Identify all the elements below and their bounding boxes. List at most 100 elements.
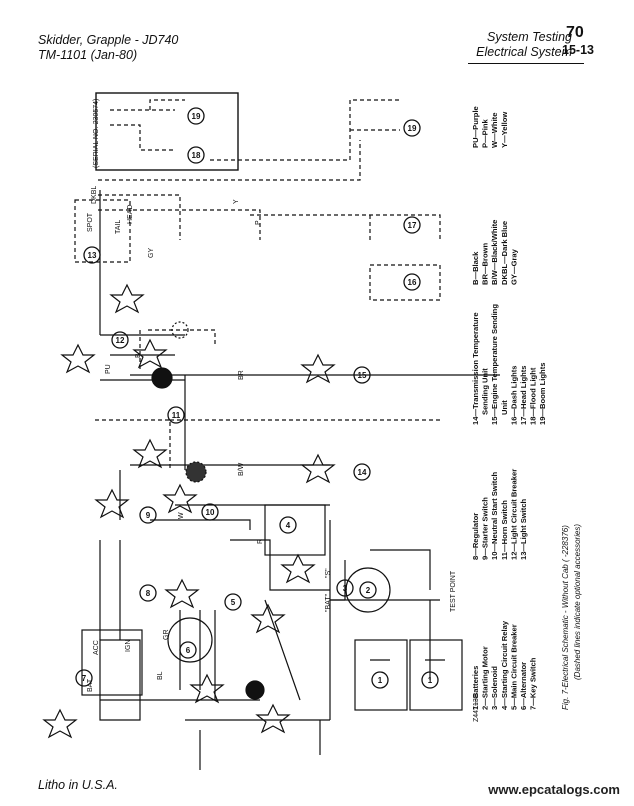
- ground-icon: [164, 578, 200, 609]
- num-horn-switch: 11: [172, 411, 181, 420]
- wire-y: Y: [233, 199, 240, 204]
- legend-entry: 5—Main Circuit Breaker: [509, 624, 518, 710]
- num-key-switch: 7: [82, 674, 87, 683]
- ground-icon: [300, 353, 336, 384]
- num-head-lights: 17: [408, 221, 417, 230]
- num-batteries-b: 1: [428, 676, 433, 685]
- engine-temp-sender: [151, 367, 173, 389]
- legend-entry: 4—Starting Circuit Relay: [500, 620, 509, 710]
- ground-icon: [162, 483, 198, 514]
- bubble-flood-light: [187, 146, 205, 164]
- num-light-breaker: 12: [116, 336, 125, 345]
- wire-pu: PU: [105, 364, 112, 374]
- legend-entry: 17—Head Lights: [519, 366, 528, 426]
- num-regulator: 8: [146, 589, 151, 598]
- ground-icon: [255, 703, 291, 734]
- page-number: 70: [566, 24, 584, 41]
- watermark-url: www.epcatalogs.com: [488, 782, 620, 797]
- legend-entry: DKBL—Dark Blue: [500, 221, 509, 285]
- ground-icon: [94, 488, 130, 519]
- litho-note: Litho in U.S.A.: [38, 778, 118, 792]
- legend-entry: 2—Starting Motor: [481, 646, 490, 710]
- subsection-title: Electrical System: [476, 45, 572, 59]
- legend-entry: B/W—Black/White: [490, 220, 499, 285]
- manual-title: Skidder, Grapple - JD740: [38, 33, 179, 47]
- legend-entry: 15—Engine Temperature Sending: [490, 304, 499, 425]
- legend-entry: 9—Starter Switch: [481, 497, 490, 560]
- label-bat-quoted: "BAT": [325, 593, 332, 612]
- legend-entry: 6—Alternator: [519, 662, 528, 710]
- bubble-alternator: [179, 641, 197, 659]
- legend-entry: 3—Solenoid: [490, 666, 499, 710]
- legend-entry: W—White: [490, 113, 499, 148]
- wire-gy: GY: [148, 248, 155, 258]
- num-starter-switch: 9: [146, 511, 151, 520]
- section-number: 15-13: [562, 43, 594, 57]
- legend-entry: Unit: [500, 400, 509, 415]
- legend-entry: P—Pink: [481, 119, 490, 148]
- num-trans-temp: 14: [358, 468, 367, 477]
- legend-entry: 18—Flood Light: [529, 367, 538, 425]
- bubble-relay: [279, 516, 297, 534]
- ground-symbols: [42, 283, 336, 739]
- test-point-marker: [245, 680, 265, 700]
- figure-id: Z447138: [473, 694, 480, 722]
- num-starting-motor: 2: [366, 586, 371, 595]
- bubble-engine-temp: [353, 366, 371, 384]
- ground-icon: [42, 708, 78, 739]
- manual-number-date: TM-1101 (Jan-80): [38, 48, 138, 62]
- bubble-boom-light-b: [403, 119, 421, 137]
- legend-entry: GY—Gray: [509, 248, 518, 285]
- caption-line1: Fig. 7-Electrical Schematic - Without Ca…: [561, 525, 570, 710]
- wire-bl: BL: [157, 671, 164, 680]
- section-title: System Testing: [487, 30, 572, 44]
- legend-entry: B—Black: [471, 251, 480, 285]
- bubble-horn-switch: [167, 406, 185, 424]
- label-s-quoted: "S": [325, 568, 332, 578]
- label-tail: TAIL: [115, 220, 122, 234]
- bubble-regulator: [139, 584, 157, 602]
- bubble-light-switch: [83, 246, 101, 264]
- relay-box: [264, 504, 326, 556]
- component-bubbles: [75, 107, 439, 689]
- light-switch-box: [74, 199, 131, 263]
- legend-entry: 10—Neutral Start Switch: [490, 471, 499, 560]
- ground-icon: [132, 338, 168, 369]
- num-batteries-a: 1: [378, 676, 383, 685]
- wire-r: R: [257, 539, 264, 544]
- wire-dkbl: DKBL: [91, 186, 98, 204]
- legend-entry: Y—Yellow: [500, 112, 509, 148]
- main-wiring: [99, 190, 500, 770]
- ground-icon: [300, 453, 336, 484]
- dash-light-bulb: [171, 321, 189, 339]
- label-test-point: TEST POINT: [450, 570, 457, 612]
- legend-entry: 8—Regulator: [471, 513, 480, 560]
- bubble-head-lights: [403, 216, 421, 234]
- caption-line2: (Dashed lines indicate optional accessor…: [573, 524, 582, 680]
- bubble-boom-light-a: [187, 107, 205, 125]
- battery-pair: [354, 639, 463, 711]
- wire-br: BR: [238, 370, 245, 380]
- legend-entry: 12—Light Circuit Breaker: [509, 469, 518, 560]
- ground-icon: [250, 603, 286, 634]
- header-rule: [468, 63, 584, 64]
- bubble-solenoid: [336, 579, 354, 597]
- num-boom-light-b: 19: [408, 124, 417, 133]
- wire-w: W: [178, 512, 185, 519]
- legend-entry: Sending Unit: [481, 368, 490, 415]
- legend-entry: 11—Horn Switch: [500, 500, 509, 560]
- ground-icon: [280, 553, 316, 584]
- bubble-neutral-start: [201, 503, 219, 521]
- optional-wiring: [95, 99, 441, 470]
- wire-bw: B/W: [238, 462, 245, 476]
- legend-entry: BR—Brown: [481, 242, 490, 285]
- alternator-housing: [167, 617, 213, 663]
- ground-icon: [60, 343, 96, 374]
- num-dash-lights: 16: [408, 278, 417, 287]
- num-light-switch: 13: [88, 251, 97, 260]
- num-main-breaker: 5: [231, 598, 236, 607]
- num-solenoid: 3: [343, 584, 348, 593]
- legend-entry: 13—Light Switch: [519, 498, 528, 560]
